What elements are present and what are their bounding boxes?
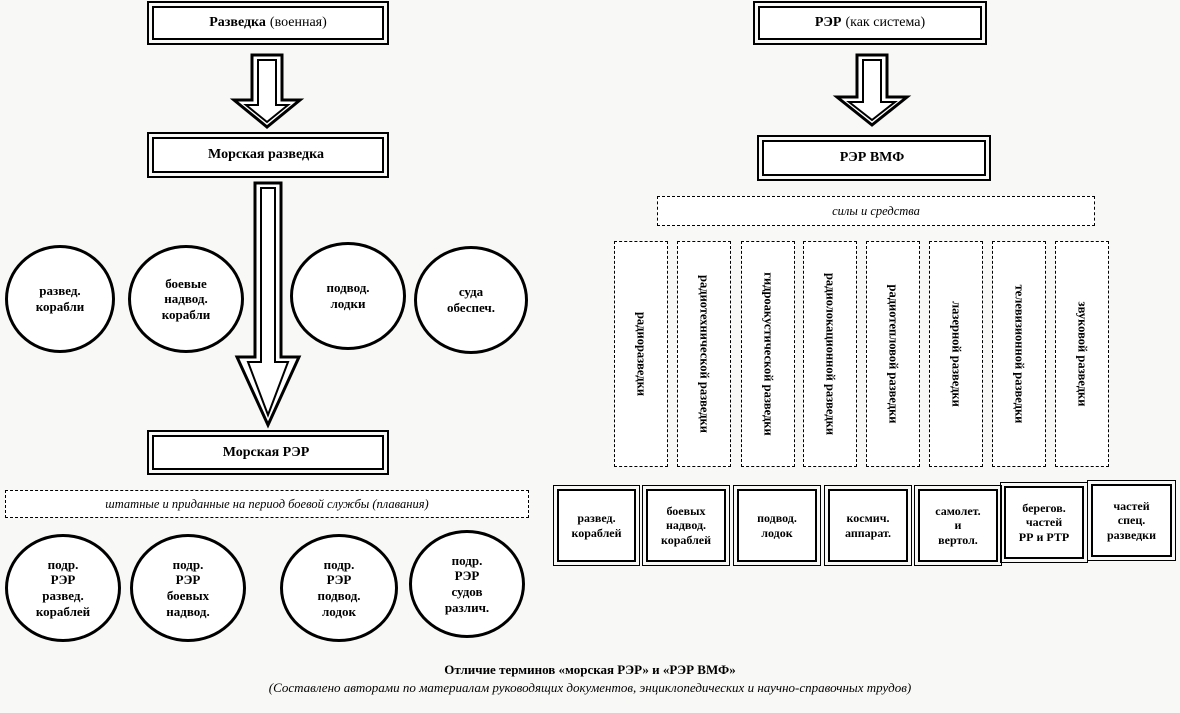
arrow-rer-to-rer-vmf (832, 53, 912, 127)
figure-caption-subtitle: (Составлено авторами по материалам руков… (268, 680, 912, 695)
carrier-recon-ships: развед. кораблей (553, 485, 640, 566)
column-sound: звуковой разведки (1055, 241, 1109, 467)
column-label: радиолокационной разведки (823, 272, 838, 436)
unit-oval-ships: подр. РЭР судов различ. (409, 530, 525, 638)
column-label: радиоразведки (634, 311, 649, 397)
column-radio: радиоразведки (614, 241, 668, 467)
ship-oval-label: подвод. лодки (326, 280, 370, 311)
unit-oval-recon: подр. РЭР развед. кораблей (5, 534, 121, 642)
shtatnye-label: штатные и приданные на период боевой слу… (105, 496, 429, 511)
carrier-label: самолет. и вертол. (935, 503, 981, 547)
sily-sredstva-dashed-box: силы и средства (657, 196, 1095, 226)
carrier-label: частей спец. разведки (1106, 498, 1157, 542)
shtatnye-dashed-box: штатные и приданные на период боевой слу… (5, 490, 529, 518)
column-tv: телевизионной разведки (992, 241, 1046, 467)
column-thermal: радиотепловой разведки (866, 241, 920, 467)
unit-oval-label: подр. РЭР подвод. лодок (317, 556, 361, 619)
ship-oval-submarines: подвод. лодки (290, 242, 406, 350)
sily-sredstva-label: силы и средства (832, 203, 920, 218)
ship-oval-label: суда обеспеч. (446, 284, 496, 315)
ship-oval-support: суда обеспеч. (414, 246, 528, 354)
rer-system-qualifier: (как система) (845, 15, 926, 30)
ship-oval-label: развед. корабли (35, 283, 85, 314)
figure-caption-title: Отличие терминов «морская РЭР» и «РЭР ВМ… (444, 662, 736, 677)
carrier-spacecraft: космич. аппарат. (824, 485, 912, 566)
rer-system-label: РЭР (814, 15, 842, 30)
unit-oval-submarines: подр. РЭР подвод. лодок (280, 534, 398, 642)
morskaya-rer-label: Морская РЭР (222, 444, 310, 460)
carrier-label: боевых надвод. кораблей (660, 503, 712, 547)
arrow-razvedka-to-morskaya (229, 53, 305, 129)
morskaya-rer-box: Морская РЭР (147, 430, 389, 475)
unit-oval-surface: подр. РЭР боевых надвод. (130, 534, 246, 642)
carrier-aircraft: самолет. и вертол. (914, 485, 1002, 566)
ship-oval-surface: боевые надвод. корабли (128, 245, 244, 353)
carrier-special-units: частей спец. разведки (1087, 480, 1176, 561)
razvedka-label: Разведка (209, 15, 266, 30)
column-label: радиотепловой разведки (886, 284, 901, 424)
column-radiotech: радиотехнической разведки (677, 241, 731, 467)
arrow-morskaya-to-morskaya-rer (234, 181, 302, 429)
morskaya-razvedka-box: Морская разведка (147, 132, 389, 178)
column-radar: радиолокационной разведки (803, 241, 857, 467)
column-hydroacoustic: гидроакустической разведки (741, 241, 795, 467)
unit-oval-label: подр. РЭР боевых надвод. (166, 556, 210, 619)
column-laser: лазерной разведки (929, 241, 983, 467)
carrier-surface-ships: боевых надвод. кораблей (642, 485, 730, 566)
unit-oval-label: подр. РЭР развед. кораблей (35, 556, 91, 619)
ship-oval-recon: развед. корабли (5, 245, 115, 353)
carrier-label: подвод. лодок (757, 511, 797, 540)
column-label: телевизионной разведки (1012, 284, 1027, 424)
column-label: радиотехнической разведки (697, 275, 712, 433)
column-label: звуковой разведки (1075, 301, 1090, 407)
carrier-submarines: подвод. лодок (733, 485, 821, 566)
razvedka-box: Разведка (военная) (147, 1, 389, 45)
razvedka-qualifier: (военная) (269, 15, 327, 30)
carrier-label: развед. кораблей (571, 511, 622, 540)
carrier-label: берегов. частей РР и РТР (1018, 500, 1070, 544)
column-label: лазерной разведки (949, 301, 964, 407)
carrier-label: космич. аппарат. (844, 511, 892, 540)
rer-system-box: РЭР (как система) (753, 1, 987, 45)
ship-oval-label: боевые надвод. корабли (161, 275, 211, 322)
morskaya-razvedka-label: Морская разведка (208, 147, 324, 162)
rer-vmf-label: РЭР ВМФ (839, 150, 905, 165)
rer-vmf-box: РЭР ВМФ (757, 135, 991, 181)
unit-oval-label: подр. РЭР судов различ. (444, 552, 490, 615)
column-label: гидроакустической разведки (761, 272, 776, 436)
carrier-coastal-units: берегов. частей РР и РТР (1000, 482, 1088, 563)
